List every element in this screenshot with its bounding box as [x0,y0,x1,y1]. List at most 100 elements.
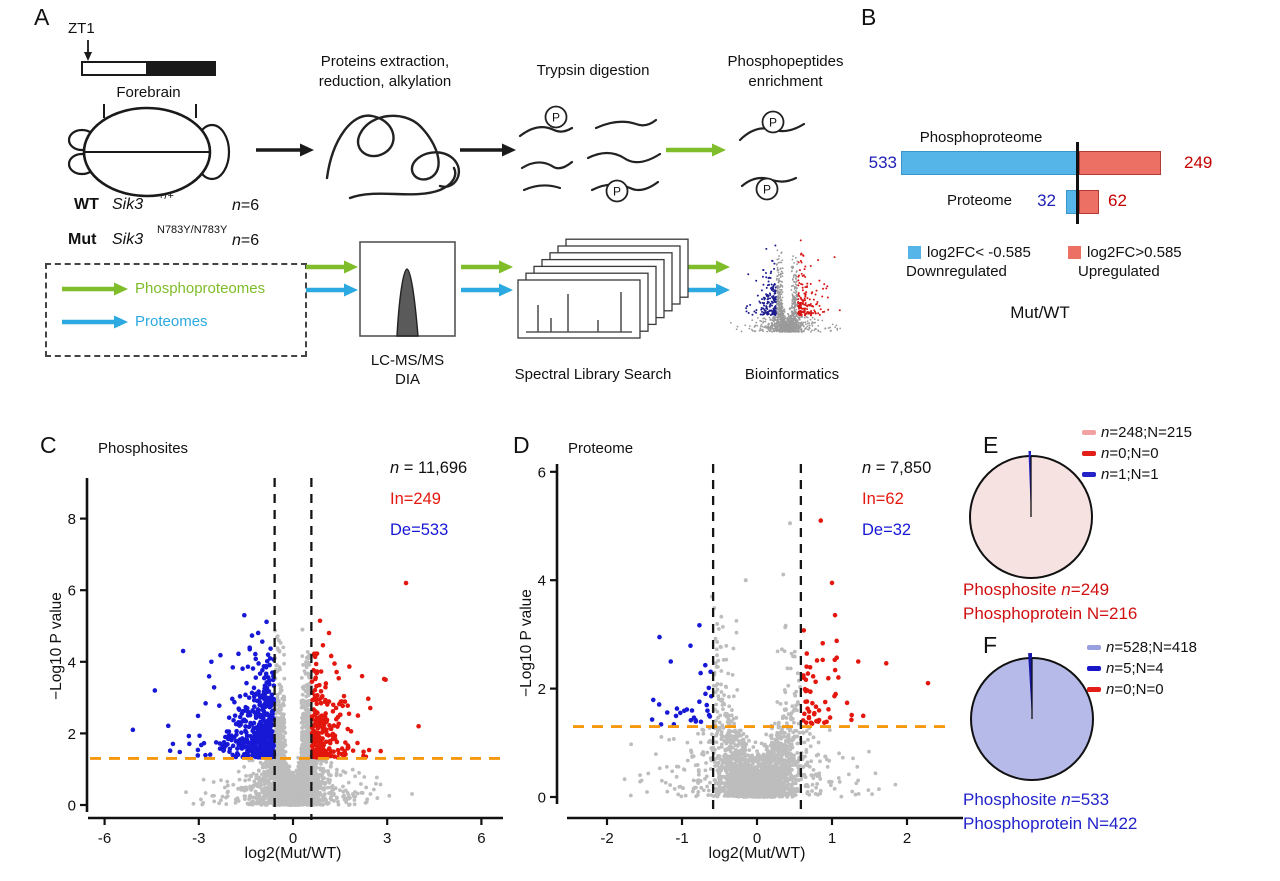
legend-up-line1: log2FC>0.585 [1087,244,1182,261]
down-count-proteome: 32 [1037,191,1056,210]
mut-label: Mut [68,231,97,248]
bar-row1-title: Phosphoproteome [919,129,1043,146]
step-enrichment-line2: enrichment [748,73,823,90]
mut-n-italic: n [232,232,241,249]
panel-a-illustration: P P P P [62,40,842,339]
panel-a-label: A [34,4,50,30]
step-spectral: Spectral Library Search [514,366,672,383]
pie-e-legend-1: n=248;N=215 [1082,424,1192,441]
down-count-phosphoproteome: 533 [868,153,897,172]
bar-up-phosphoproteome [1079,151,1162,175]
svg-text:P: P [613,185,621,199]
svg-text:P: P [552,111,560,125]
legend-swatch-up [1068,246,1081,259]
bar-down-phosphoproteome [901,151,1077,175]
mut-genotype-sup: N783Y/N783Y [157,224,228,236]
svg-text:P: P [763,183,771,197]
step-enrichment-line1: Phosphopeptides [727,53,844,70]
wt-n-value: =6 [240,197,260,214]
step-lcms-line1: LC-MS/MS [370,352,445,369]
pie-e-legend-2: n=0;N=0 [1082,445,1159,462]
step-extraction-line1: Proteins extraction, [320,53,450,70]
panel-d-label: D [513,432,530,458]
pie-f-svg [970,653,1094,781]
panel-f-label: F [983,632,998,658]
legend-phosphoproteomes: Phosphoproteomes [135,280,266,297]
mut-gene: Sik3 [112,231,144,248]
wt-n-italic: n [232,197,241,214]
wt-label: WT [74,196,99,213]
volcano-d-increased: In=62 [862,490,904,508]
legend-text: =0;N=0 [1109,445,1159,462]
workflow-legend-box [45,263,307,357]
mutwt-axis-label: Mut/WT [1010,303,1070,322]
panel-e-label: E [983,432,999,458]
step-lcms-line2: DIA [394,371,420,388]
volcano-c-title: Phosphosites [98,440,189,457]
pie-f-caption-1: Phosphosite n=533 [963,790,1109,810]
n-italic: n [862,459,872,477]
legend-dash-icon [1082,472,1096,477]
legend-dash-icon [1082,430,1096,435]
legend-dash-icon [1087,666,1101,671]
volcano-c-xlabel: log2(Mut/WT) [244,845,342,862]
step-bioinformatics: Bioinformatics [744,366,840,383]
pie-f-legend-2: n=5;N=4 [1087,660,1164,677]
pie-e-svg [969,451,1093,579]
volcano-d-n-total: n = 7,850 [862,459,931,478]
caption-text: Phosphosite [963,580,1062,599]
forebrain-label: Forebrain [116,84,181,101]
legend-dash-icon [1087,645,1101,650]
zero-axis-line [1076,142,1079,224]
svg-text:P: P [769,116,777,130]
n-value: = 7,850 [871,459,932,477]
volcano-d-decreased: De=32 [862,521,912,539]
legend-swatch-down [908,246,921,259]
volcano-c-n-total: n = 11,696 [390,459,467,478]
panel-b-label: B [861,4,877,30]
up-count-phosphoproteome: 249 [1184,153,1213,172]
legend-down-line2: Downregulated [906,263,1007,280]
step-trypsin: Trypsin digestion [536,62,650,79]
legend-text: =0;N=0 [1114,681,1164,698]
mut-n: n=6 [232,232,259,250]
legend-text: =5;N=4 [1114,660,1164,677]
n-value: = 11,696 [399,459,468,477]
mut-n-value: =6 [240,232,260,249]
caption-n-italic: n [1061,580,1071,599]
caption-text: Phosphosite [963,790,1062,809]
legend-n-italic: n [1106,660,1115,677]
n-italic: n [390,459,400,477]
volcano-c-decreased: De=533 [390,521,449,539]
legend-n-italic: n [1101,424,1110,441]
volcano-d-title: Proteome [568,440,634,457]
legend-text: =248;N=215 [1109,424,1192,441]
pie-f-legend-3: n=0;N=0 [1087,681,1164,698]
wt-n: n=6 [232,197,259,215]
caption-value: =249 [1070,580,1110,599]
pie-f-caption-2: Phosphoprotein N=422 [963,814,1138,833]
legend-n-italic: n [1106,681,1115,698]
pie-f-legend-1: n=528;N=418 [1087,639,1197,656]
pie-e-caption-2: Phosphoprotein N=216 [963,604,1138,623]
legend-n-italic: n [1106,639,1115,656]
legend-down-line1: log2FC< -0.585 [927,244,1031,261]
caption-n-italic: n [1061,790,1071,809]
caption-value: =533 [1070,790,1110,809]
volcano-c-increased: In=249 [390,490,441,508]
bar-row2-title: Proteome [946,192,1012,209]
pie-e-caption-1: Phosphosite n=249 [963,580,1109,600]
volcano-d-xlabel: log2(Mut/WT) [708,845,806,862]
legend-dash-icon [1082,451,1096,456]
legend-dash-icon [1087,687,1101,692]
up-count-proteome: 62 [1108,191,1127,210]
wt-gene: Sik3 [112,196,144,213]
legend-text: =1;N=1 [1109,466,1159,483]
legend-text: =528;N=418 [1114,639,1197,656]
pie-e-legend-3: n=1;N=1 [1082,466,1159,483]
legend-up-line2: Upregulated [1078,263,1160,280]
zt1-label: ZT1 [68,20,95,37]
legend-proteomes: Proteomes [135,313,208,330]
